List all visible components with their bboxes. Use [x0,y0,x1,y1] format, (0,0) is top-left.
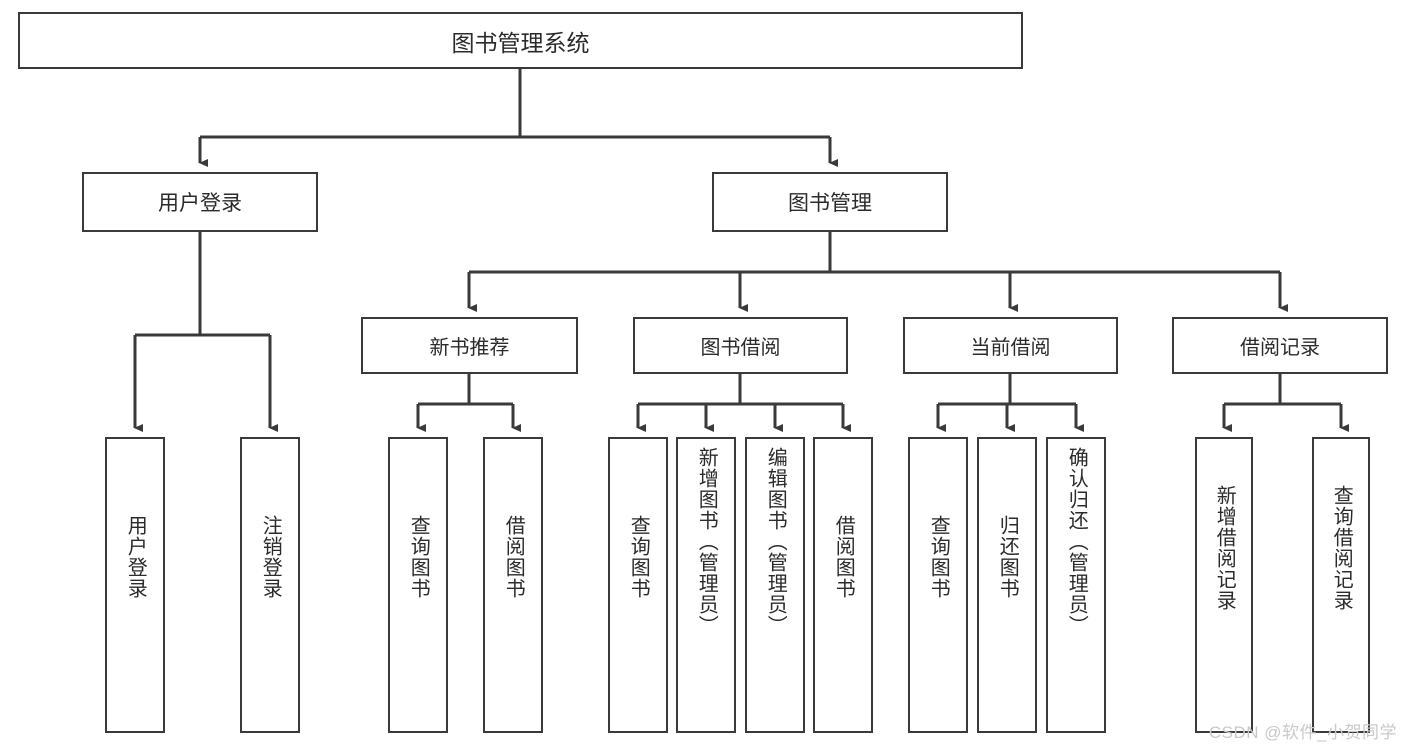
node-label: 借阅图书 [832,515,855,599]
node-label: 新增借阅记录 [1213,485,1236,611]
leaf-logout[interactable]: 注销登录 [240,437,300,733]
leaf-borrow-books-newbook[interactable]: 借阅图书 [483,437,543,733]
node-label: 查询借阅记录 [1330,485,1353,611]
node-borrow-records[interactable]: 借阅记录 [1172,317,1388,374]
node-user-login[interactable]: 用户登录 [82,172,318,232]
node-label: 图书管理 [788,192,872,215]
leaf-query-books-borrow[interactable]: 查询图书 [608,437,668,733]
node-label: 归还图书 [996,515,1019,599]
leaf-confirm-return-admin[interactable]: 确认归还（管理员） [1046,437,1106,733]
node-current-borrowing[interactable]: 当前借阅 [903,317,1118,374]
leaf-query-borrow-record[interactable]: 查询借阅记录 [1312,437,1370,733]
leaf-borrow-books[interactable]: 借阅图书 [813,437,873,733]
node-label: 查询图书 [407,515,430,599]
node-label: 新增图书（管理员） [695,447,718,636]
node-label: 借阅图书 [502,515,525,599]
leaf-edit-book-admin[interactable]: 编辑图书（管理员） [745,437,805,733]
node-label: 用户登录 [158,192,242,215]
node-label: 确认归还（管理员） [1065,447,1088,636]
node-new-book-recommendation[interactable]: 新书推荐 [361,317,578,374]
node-label: 查询图书 [927,515,950,599]
node-book-borrowing[interactable]: 图书借阅 [633,317,848,374]
leaf-query-books-current[interactable]: 查询图书 [908,437,968,733]
node-book-management[interactable]: 图书管理 [712,172,948,232]
leaf-return-books[interactable]: 归还图书 [977,437,1037,733]
leaf-add-book-admin[interactable]: 新增图书（管理员） [676,437,736,733]
leaf-user-login[interactable]: 用户登录 [105,437,165,733]
node-book-management-system[interactable]: 图书管理系统 [18,12,1023,69]
node-label: 用户登录 [124,515,147,599]
node-label: 图书管理系统 [451,29,590,56]
watermark: CSDN @软件_小贺同学 [1208,723,1397,742]
node-label: 注销登录 [259,515,282,599]
node-label: 借阅记录 [1240,337,1320,359]
node-label: 新书推荐 [429,337,510,359]
node-label: 当前借阅 [970,337,1051,359]
node-label: 查询图书 [627,515,650,599]
leaf-query-books-newbook[interactable]: 查询图书 [388,437,448,733]
leaf-add-borrow-record[interactable]: 新增借阅记录 [1195,437,1253,733]
node-label: 编辑图书（管理员） [764,447,787,636]
node-label: 图书借阅 [700,337,781,359]
